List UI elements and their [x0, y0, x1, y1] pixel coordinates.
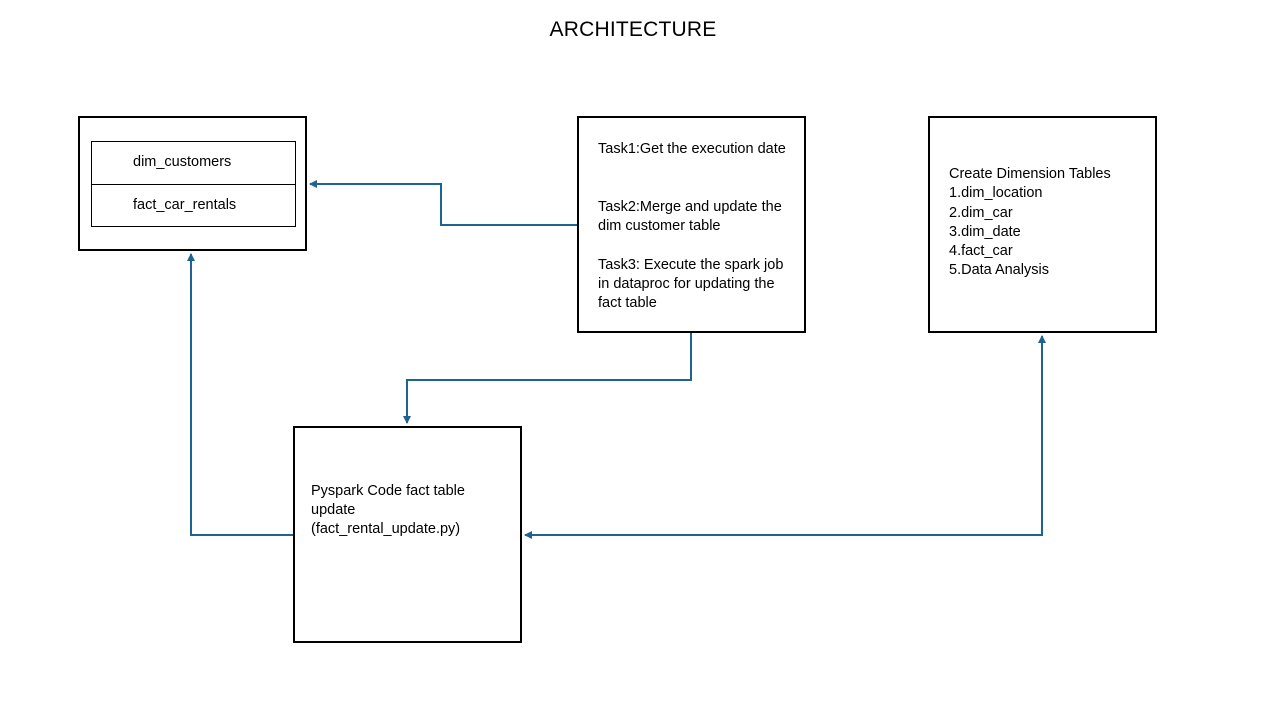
dimension-item: 3.dim_date — [949, 223, 1021, 240]
connector-pyspark-dims — [524, 335, 1046, 539]
task-1-text: Task1:Get the execution date — [598, 141, 786, 157]
pyspark-code-text: Pyspark Code fact table update (fact_ren… — [311, 482, 511, 539]
dimension-item: 4.fact_car — [949, 243, 1013, 260]
dimension-tables-box: Create Dimension Tables 1.dim_location 2… — [928, 116, 1157, 333]
connector-tasks-to-tables — [309, 180, 577, 226]
task-3-text: Task3: Execute the spark job in dataproc… — [598, 257, 784, 311]
diagram-title: ARCHITECTURE — [549, 18, 717, 41]
dimension-item: 5.Data Analysis — [949, 262, 1049, 279]
connector-pyspark-to-tables — [187, 253, 293, 536]
dimension-item: 2.dim_car — [949, 204, 1013, 221]
pyspark-code-title: Pyspark Code fact table update — [311, 483, 465, 518]
tables-box: dim_customers fact_car_rentals — [78, 116, 307, 251]
dimension-tables-heading: Create Dimension Tables — [949, 166, 1111, 182]
tasks-box: Task1:Get the execution date Task2:Merge… — [577, 116, 806, 333]
dimension-tables-text: Create Dimension Tables 1.dim_location 2… — [949, 165, 1149, 281]
connector-tasks-to-pyspark — [403, 333, 692, 424]
table-list: dim_customers fact_car_rentals — [91, 141, 296, 227]
table-row-fact-car-rentals: fact_car_rentals — [92, 184, 295, 226]
dimension-item: 1.dim_location — [949, 185, 1043, 202]
pyspark-code-box: Pyspark Code fact table update (fact_ren… — [293, 426, 522, 643]
task-2-text: Task2:Merge and update the dim customer … — [598, 199, 782, 234]
pyspark-code-filename: (fact_rental_update.py) — [311, 521, 461, 537]
table-row-dim-customers: dim_customers — [133, 154, 232, 170]
